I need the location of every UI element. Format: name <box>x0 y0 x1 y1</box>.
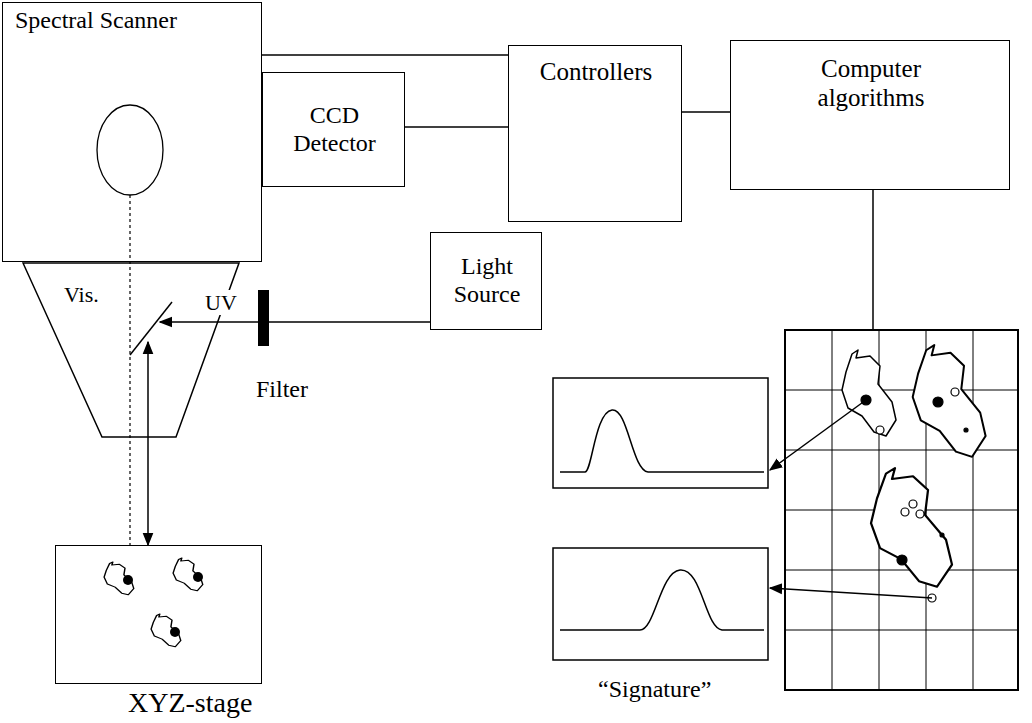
connector <box>682 111 730 113</box>
optical-path <box>129 195 130 545</box>
scanner-box: Spectral Scanner <box>2 2 262 262</box>
light-source-box: Light Source <box>430 232 542 330</box>
cell-outlines <box>842 345 986 587</box>
optics-housing: Vis. <box>22 262 240 438</box>
controller-box: Controllers <box>508 45 682 222</box>
node-label: XYZ-stage <box>128 687 252 719</box>
node-label: Light Source <box>437 253 537 308</box>
figure-label: “Signature” <box>598 676 711 704</box>
filter-bar <box>258 290 269 346</box>
connector <box>147 342 149 545</box>
connector <box>405 126 508 128</box>
connector <box>160 321 430 323</box>
detector-box: CCD Detector <box>262 72 405 187</box>
image-grid <box>785 330 1018 690</box>
part-label: Filter <box>256 376 308 404</box>
stage-box: XYZ-stage <box>55 545 262 684</box>
connector <box>262 54 508 56</box>
wire <box>872 190 874 330</box>
node-label: Computer algorithms <box>786 55 956 113</box>
mirror <box>130 302 172 355</box>
lens-ellipse <box>97 105 163 195</box>
node-label: CCD Detector <box>279 102 391 157</box>
signature-chart <box>553 378 768 660</box>
node-label: Spectral Scanner <box>15 7 177 35</box>
edge-label: UV <box>203 290 239 315</box>
node-label: Controllers <box>521 58 671 87</box>
specimen-cells <box>104 558 203 647</box>
node-label: Vis. <box>64 282 99 307</box>
cell-spots <box>861 388 968 602</box>
label-holder: “Signature” <box>598 676 711 704</box>
trapezoid-outline <box>22 262 240 438</box>
edge-label-holder: UV <box>203 290 239 315</box>
label-holder: Filter <box>256 376 308 404</box>
computer-box: Computer algorithms <box>730 40 1010 190</box>
specimen-nuclei <box>123 572 203 637</box>
leader-arrow <box>770 400 932 598</box>
